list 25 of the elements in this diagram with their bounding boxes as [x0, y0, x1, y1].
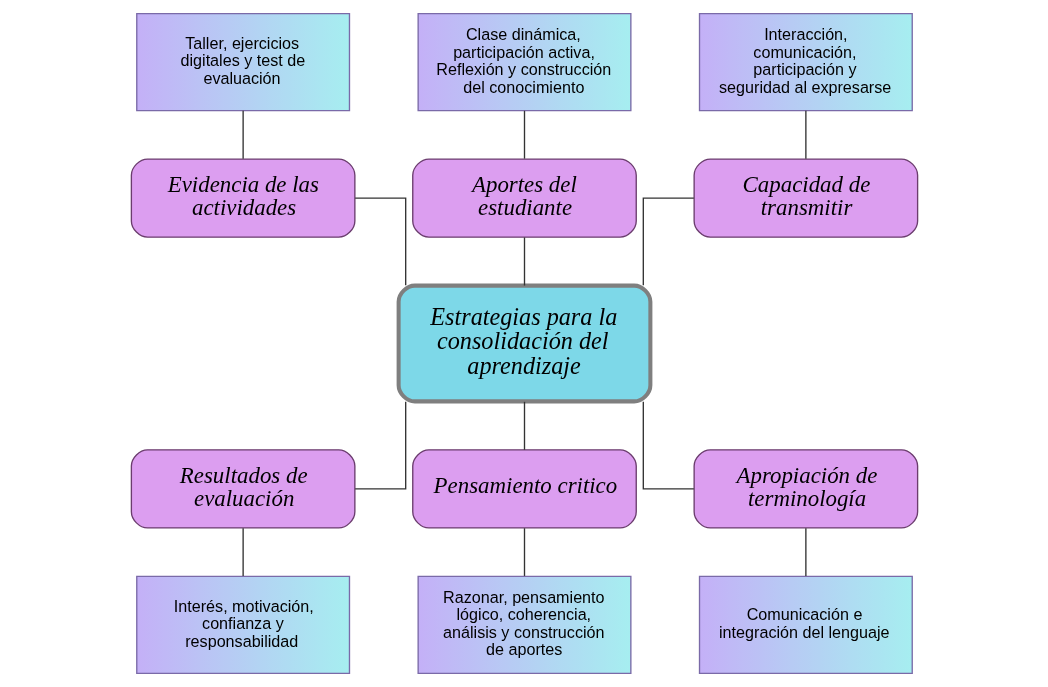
connector [642, 197, 695, 286]
node-box: Apropiación de terminología [692, 449, 918, 529]
connector [353, 197, 406, 286]
node-box: Clase dinámica, participación activa, Reflexión y construcción del conocimiento [416, 13, 632, 112]
connector [804, 527, 807, 577]
node-box: Capacidad de transmitir [692, 158, 918, 238]
connector [642, 401, 695, 490]
connector [523, 401, 525, 451]
connector [353, 401, 406, 490]
connector [241, 527, 244, 577]
node-box: Interacción, comunicación, participación y seguridad al expresarse [698, 13, 913, 112]
connector [523, 110, 525, 160]
node-box: Comunicación e integración del lenguaje [698, 575, 913, 674]
node-box: Taller, ejercicios digitales y test de evaluación [135, 13, 350, 112]
node-box: Evidencia de las actividades [130, 158, 356, 238]
connector [804, 110, 807, 160]
node-box: Resultados de evaluación [130, 449, 356, 529]
node-box: Estrategias para la consolidación del aprendizaje [396, 283, 652, 404]
node-box: Pensamiento critico [411, 449, 637, 529]
connector [523, 527, 525, 577]
node-box: Razonar, pensamiento lógico, coherencia, análisis y construcción de aportes [416, 575, 632, 674]
node-box: Aportes del estudiante [411, 158, 637, 238]
node-box: Interés, motivación, confianza y responsabilidad [135, 575, 350, 674]
connector [523, 236, 525, 287]
connector [241, 110, 244, 160]
